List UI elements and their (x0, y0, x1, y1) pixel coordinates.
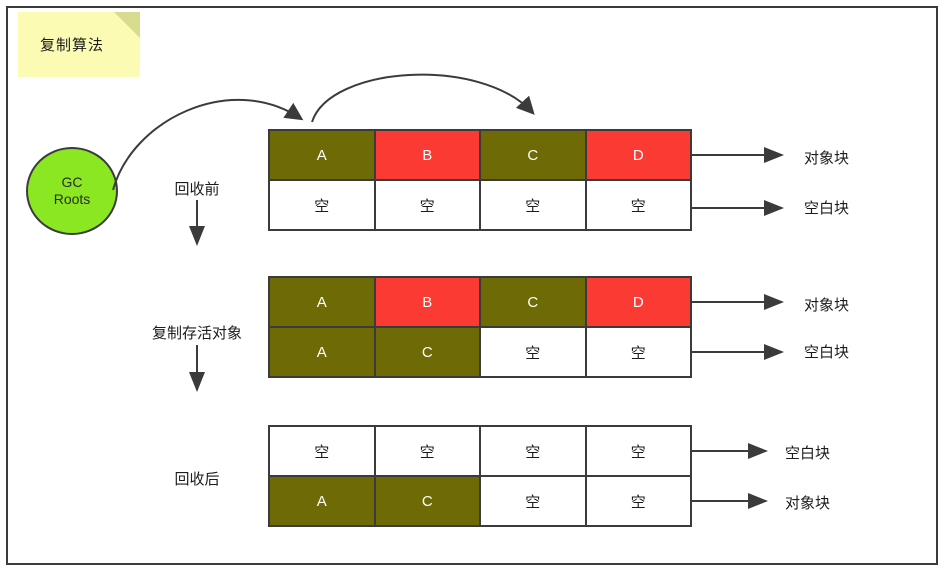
gc-roots-node: GC Roots (26, 147, 118, 235)
legend-label-empty-block: 空白块 (804, 200, 850, 217)
memory-cell: A (268, 326, 376, 378)
diagram-title: 复制算法 (39, 37, 104, 54)
legend-label-object-block: 对象块 (785, 495, 831, 512)
memory-cell: A (268, 475, 376, 527)
memory-cell: B (373, 129, 481, 181)
memory-cell: C (479, 276, 587, 328)
flow-label-copying: 复制存活对象 (151, 325, 243, 342)
memory-group-before-collection: A B C D 空 空 空 空 (268, 129, 692, 231)
memory-cell: A (268, 129, 376, 181)
memory-row-empty: 空 空 空 空 (268, 425, 692, 477)
legend-label-empty-block: 空白块 (804, 344, 850, 361)
legend-label-empty-block: 空白块 (785, 445, 831, 462)
memory-row-empty: 空 空 空 空 (268, 179, 692, 231)
memory-cell: 空 (584, 425, 692, 477)
memory-group-after-collection: 空 空 空 空 A C 空 空 (268, 425, 692, 527)
memory-cell: 空 (268, 179, 376, 231)
memory-cell: 空 (584, 475, 692, 527)
memory-row-objects: A C 空 空 (268, 475, 692, 527)
legend-label-object-block: 对象块 (804, 297, 850, 314)
legend-label-object-block: 对象块 (804, 150, 850, 167)
sticky-note-fold-icon (114, 12, 140, 38)
memory-cell: 空 (479, 475, 587, 527)
memory-row-objects: A B C D (268, 129, 692, 181)
flow-label-before: 回收前 (174, 181, 220, 198)
memory-cell: C (373, 475, 481, 527)
memory-cell: 空 (373, 425, 481, 477)
title-sticky-note: 复制算法 (18, 12, 140, 77)
memory-cell: A (268, 276, 376, 328)
gc-roots-label-line1: GC (61, 173, 83, 190)
flow-label-after: 回收后 (174, 471, 220, 488)
memory-cell: 空 (584, 326, 692, 378)
memory-cell: C (373, 326, 481, 378)
gc-roots-label-line2: Roots (53, 191, 91, 207)
memory-cell: 空 (268, 425, 376, 477)
memory-cell: 空 (479, 425, 587, 477)
memory-cell: 空 (479, 179, 587, 231)
memory-cell: 空 (373, 179, 481, 231)
memory-group-copying: A B C D A C 空 空 (268, 276, 692, 378)
memory-cell: B (373, 276, 481, 328)
memory-cell: 空 (479, 326, 587, 378)
memory-row-objects: A B C D (268, 276, 692, 328)
memory-cell: C (479, 129, 587, 181)
memory-row-empty: A C 空 空 (268, 326, 692, 378)
memory-cell: D (584, 276, 692, 328)
memory-cell: D (584, 129, 692, 181)
memory-cell: 空 (584, 179, 692, 231)
